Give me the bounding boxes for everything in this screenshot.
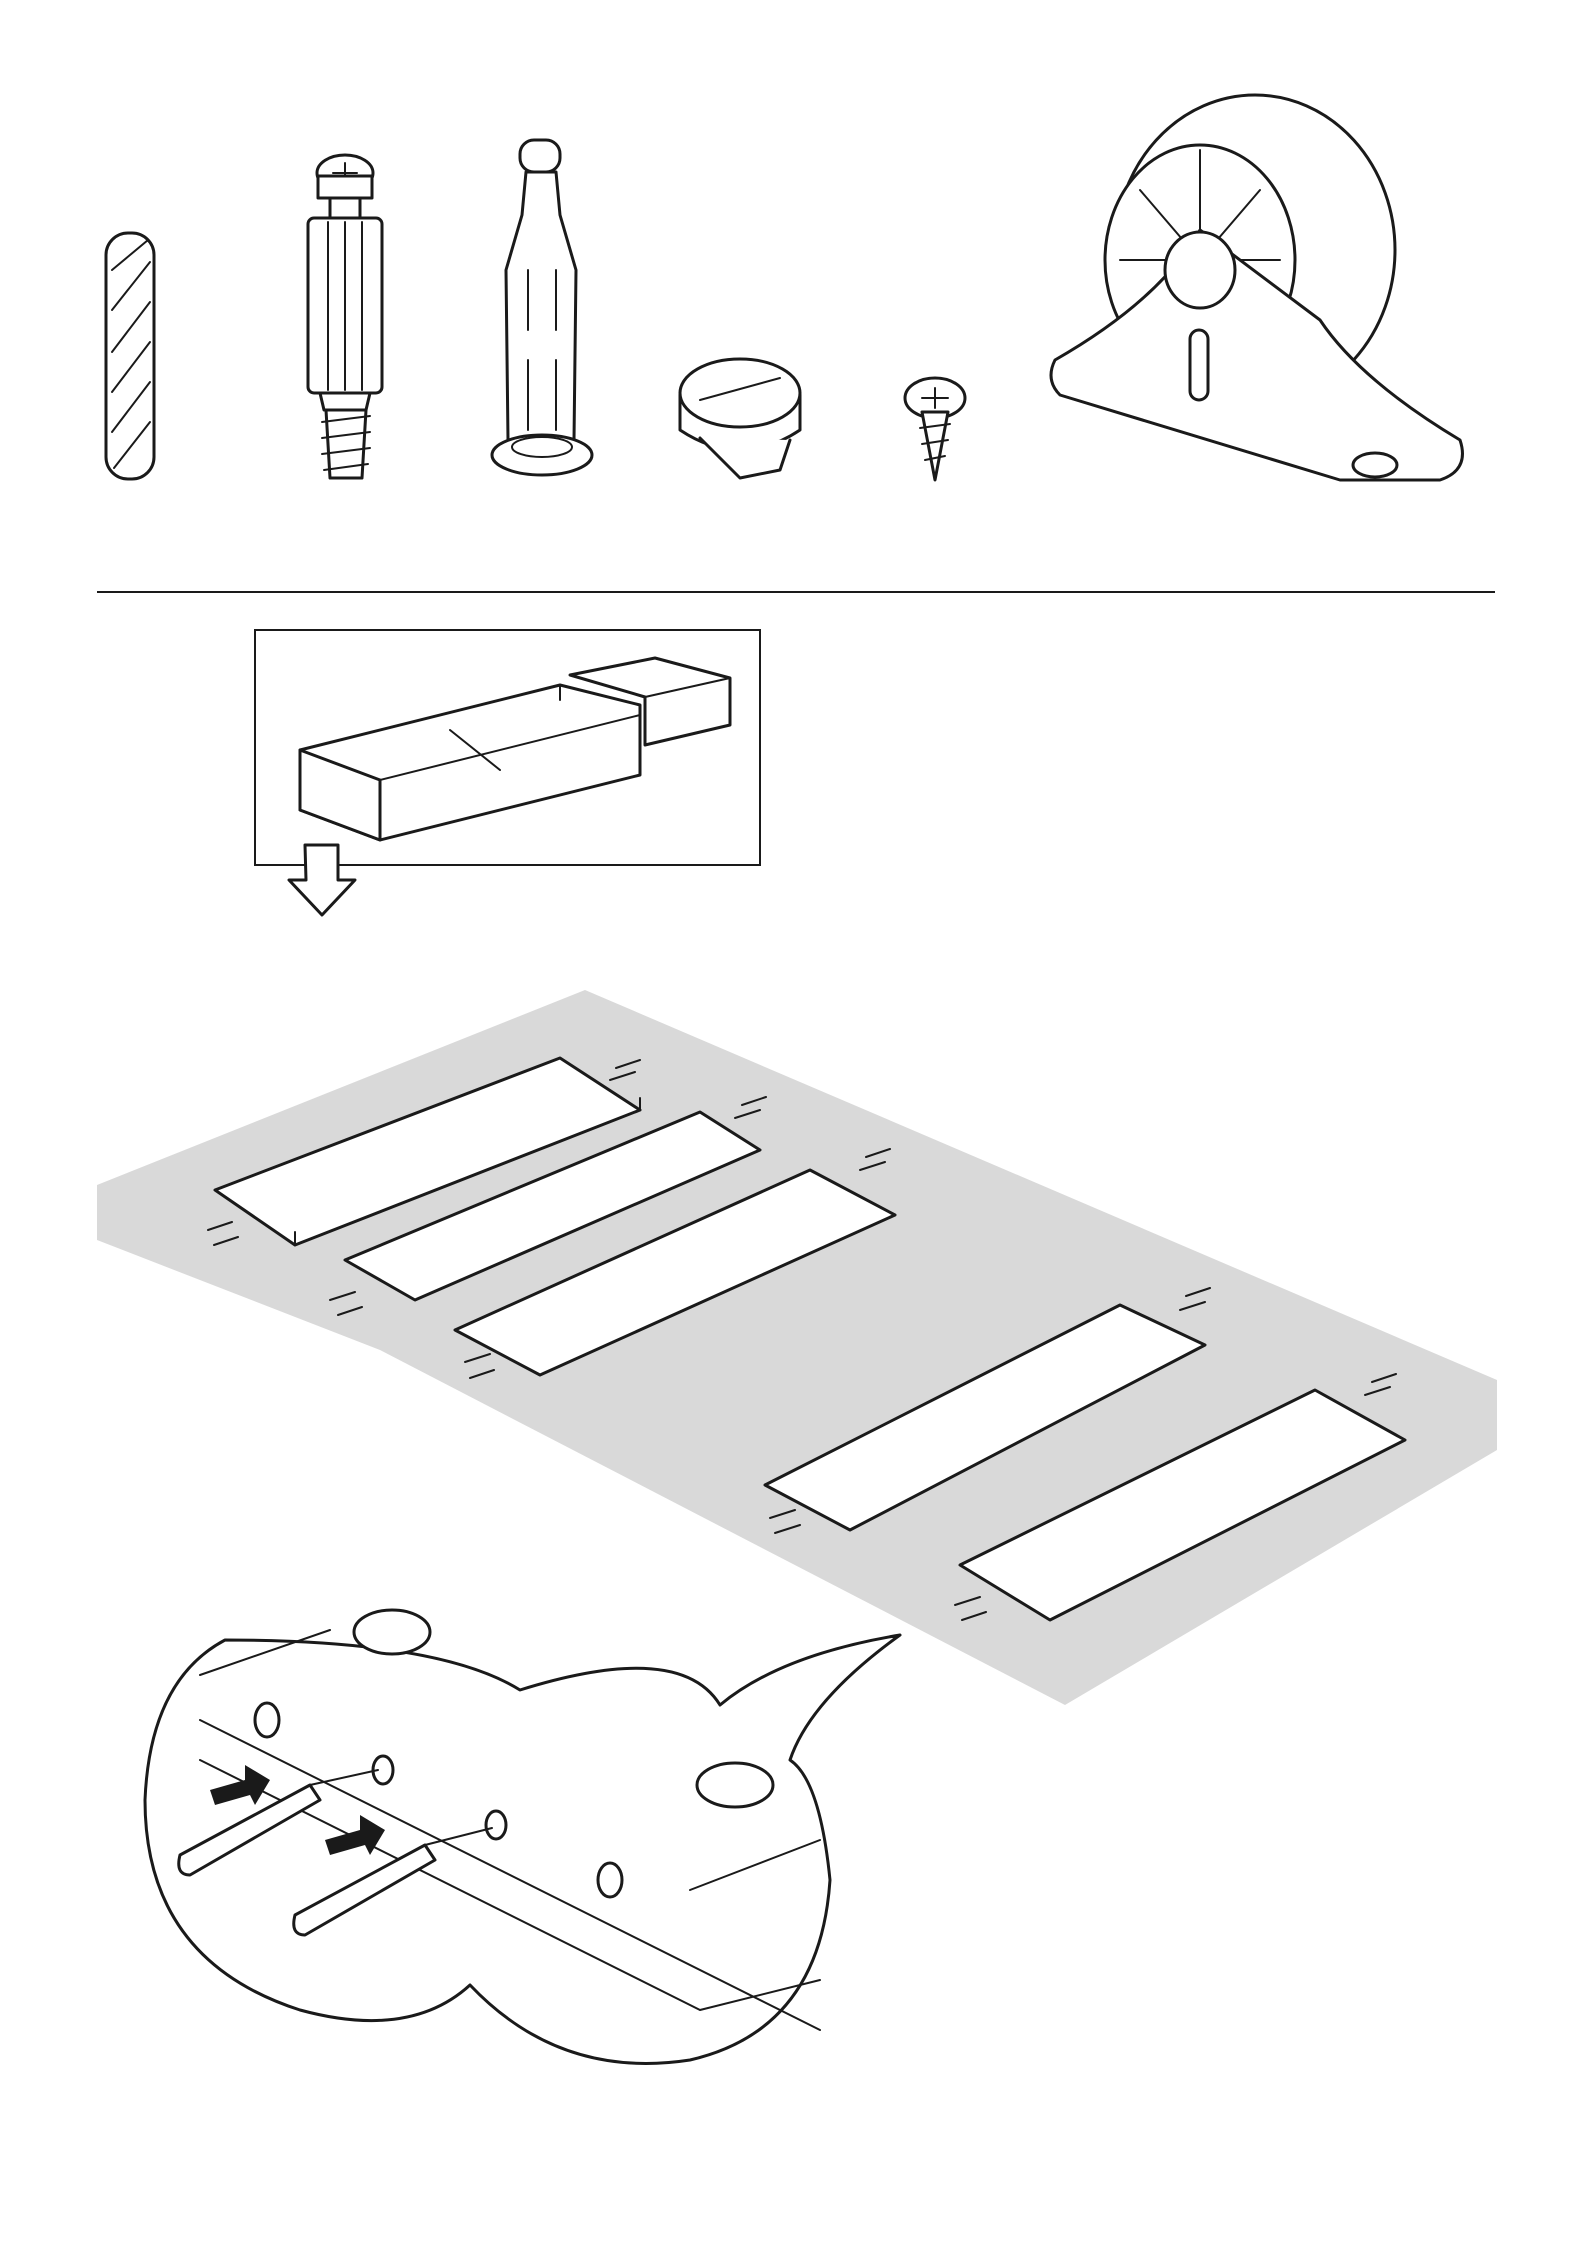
cam-bolt-icon — [308, 155, 382, 478]
dowel-icon — [106, 233, 154, 479]
screw-icon — [905, 378, 965, 480]
work-surface — [97, 990, 1497, 1705]
plastic-dowel-icon — [492, 140, 592, 475]
overview-frame — [255, 630, 760, 915]
cam-lock-icon — [680, 359, 800, 478]
caster-wheel-icon — [1051, 95, 1463, 480]
detail-callout — [145, 1610, 900, 2063]
